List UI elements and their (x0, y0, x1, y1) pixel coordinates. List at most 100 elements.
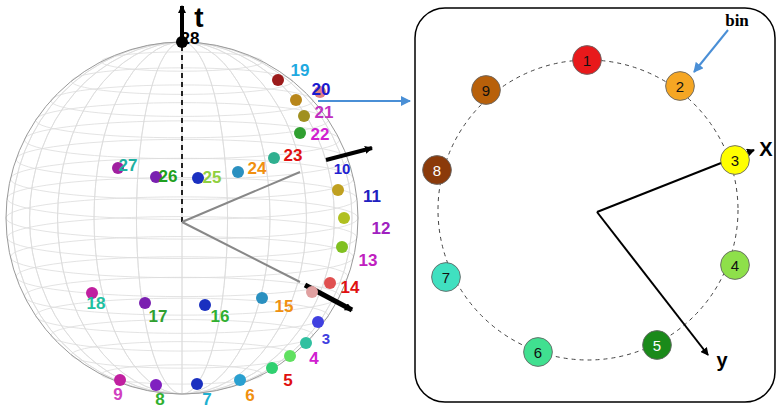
callout-number: 6 (245, 387, 254, 404)
axis-label: y (716, 350, 727, 370)
zoom-leader (318, 100, 410, 102)
bin-fill (721, 146, 750, 175)
bin-label: bin (725, 12, 749, 29)
sample-dot (332, 184, 344, 196)
bin-number: 6 (534, 345, 542, 360)
parallel (71, 68, 292, 95)
x-axis-arrow (326, 148, 372, 160)
meridian (136, 42, 227, 394)
sample-dot (268, 152, 280, 164)
callout-number: 24 (248, 160, 267, 177)
meridian (182, 42, 183, 394)
meridian (58, 42, 307, 394)
bin-fill (666, 72, 695, 101)
bin-number: 2 (676, 79, 684, 94)
bin-fill (643, 331, 672, 360)
callout-number: 9 (113, 386, 122, 403)
callout-number: 7 (202, 391, 211, 408)
callout-number: 23 (284, 147, 303, 164)
parallel (24, 277, 339, 315)
callout-number: 21 (315, 104, 334, 121)
sample-dot (312, 316, 324, 328)
sphere-outline (6, 42, 358, 394)
bin-number: 9 (482, 83, 490, 98)
callout-number: 20 (312, 81, 331, 98)
parallel (71, 342, 292, 369)
zoom-panel (415, 8, 775, 402)
sample-dot (266, 362, 278, 374)
sample-dot (256, 292, 268, 304)
callout-number: 8 (155, 391, 164, 408)
bin-leader (694, 30, 728, 72)
callout-number: 26 (159, 168, 178, 185)
callout-number: 11 (363, 188, 381, 205)
parallel (51, 320, 313, 351)
t-axis-dashed (181, 45, 183, 222)
sample-dot (272, 74, 284, 86)
bin-number: 1 (583, 53, 591, 68)
sample-dot (234, 374, 246, 386)
callout-number: 28 (181, 30, 200, 47)
bin-fill (524, 338, 553, 367)
x-axis-inner (182, 172, 300, 222)
callout-number: 13 (359, 252, 378, 269)
callout-number: 27 (119, 157, 138, 174)
sample-dot (298, 110, 310, 122)
sample-dot (192, 172, 204, 184)
bin-circle: 9 (471, 75, 501, 105)
sample-dot (300, 337, 312, 349)
bin-fill (472, 76, 501, 105)
sample-dot (284, 350, 296, 362)
bin-fill (721, 251, 750, 280)
bin-circle: 6 (523, 337, 553, 367)
callout-number: 4 (309, 350, 318, 367)
bin-fill (423, 156, 452, 185)
sample-dot (336, 241, 348, 253)
meridian (136, 42, 227, 394)
parallel (36, 298, 329, 333)
bin-fill (573, 46, 602, 75)
bin-ring (438, 60, 738, 360)
sample-dot (232, 166, 244, 178)
sample-dot (306, 286, 318, 298)
sample-dot (324, 277, 336, 289)
sample-dot (199, 299, 211, 311)
axis-label: X (759, 139, 772, 159)
sample-dot (294, 127, 306, 139)
meridian (12, 42, 352, 394)
callout-number: 18 (87, 295, 106, 312)
bin-circle: 3 (720, 145, 750, 175)
callout-number: 5 (283, 372, 292, 389)
callout-number: 3 (322, 331, 330, 346)
meridian (12, 42, 352, 394)
bin-circle: 8 (422, 155, 452, 185)
sample-dot (191, 378, 203, 390)
bin-number: 3 (731, 153, 739, 168)
sample-dot (150, 379, 162, 391)
bin-circle: 7 (431, 262, 461, 292)
callout-number: 12 (372, 220, 391, 237)
bin-number: 7 (442, 270, 450, 285)
callout-number: 10 (334, 161, 351, 176)
bin-circle: 4 (720, 250, 750, 280)
callout-number: 16 (211, 308, 230, 325)
meridian (58, 42, 307, 394)
callout-number: 22 (311, 126, 330, 143)
y-axis-inner (182, 222, 300, 282)
callout-number: 14 (341, 279, 360, 296)
bin-circle: 2 (665, 71, 695, 101)
bin-fill (432, 263, 461, 292)
bin-number: 8 (433, 163, 441, 178)
sphere-dots (86, 74, 350, 391)
bin-circle: 1 (572, 45, 602, 75)
bin-number: 4 (731, 258, 739, 273)
callout-number: 19 (291, 62, 310, 79)
parallel (16, 257, 348, 297)
callout-number: 25 (203, 169, 222, 186)
bin-circle: 5 (642, 330, 672, 360)
meridian (30, 42, 335, 394)
sample-dot (290, 94, 302, 106)
callout-number: 15 (275, 298, 294, 315)
sample-dot (114, 374, 126, 386)
